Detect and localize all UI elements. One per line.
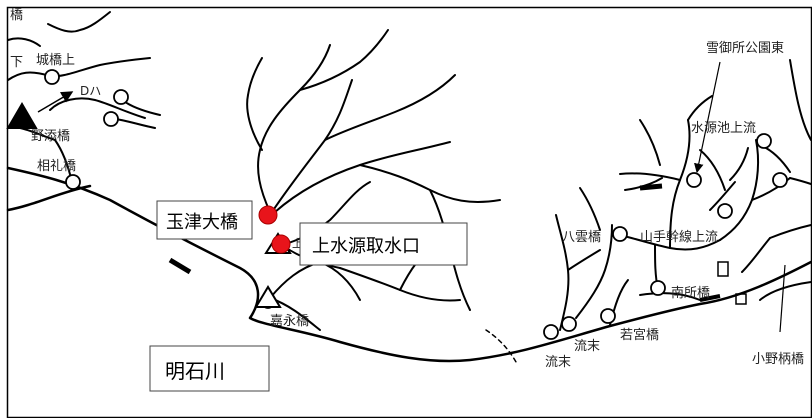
label-ryumatsu-1: 流末: [574, 339, 600, 354]
map-frame: [6, 6, 812, 418]
boxed-label-tamatsu-ohashi: 玉津大橋: [156, 200, 253, 240]
label-kami-small: 上: [292, 237, 303, 250]
station-suigen-ike: [756, 133, 772, 149]
pointer-arrow: [694, 61, 721, 174]
station-yamate: [717, 203, 733, 219]
label-left-fragment: 下: [10, 55, 23, 70]
station-ryumatsu-a: [561, 316, 577, 332]
tamatsu-ohashi-marker: [258, 205, 278, 225]
label-setsugosho-koen-higashi: 雪御所公園東: [706, 40, 784, 56]
boxed-label-akashigawa: 明石川: [149, 345, 270, 392]
station-d-upper: [113, 89, 129, 105]
label-yamate-kansen-joryu: 山手幹線上流: [640, 229, 718, 245]
weir-mark: [699, 294, 721, 302]
jo-suigen-marker: [271, 234, 291, 254]
pointer-line: [779, 264, 786, 333]
boxed-label-jo-suigen-shusuiguchi-text: 上水源取水口: [312, 236, 420, 257]
river-network: [6, 11, 812, 363]
weir-mark: [168, 257, 192, 275]
label-top-left-fragment: 橋: [10, 8, 23, 23]
label-d-arrow: Dハ: [80, 84, 101, 98]
weir-mark: [639, 183, 663, 191]
stations: [44, 69, 788, 340]
station-mid-east: [772, 172, 788, 188]
station-d-lower: [103, 111, 119, 127]
label-onoebashi: 小野柄橋: [752, 352, 804, 367]
building-icon: [717, 261, 729, 277]
label-yakumobashi: 八雲橋: [562, 230, 601, 245]
triangle-nozoe: [6, 102, 38, 129]
station-yakumobashi: [612, 226, 628, 242]
label-nanshobashi: 南所橋: [671, 285, 710, 301]
station-aireibashi: [65, 174, 81, 190]
label-nozoebashi: 野添橋: [31, 129, 70, 144]
station-shirohashi-kami: [44, 69, 60, 85]
label-ryumatsu-2: 流末: [545, 355, 571, 370]
label-wakamiyabashi: 若宮橋: [620, 327, 659, 343]
station-nanshobashi: [650, 280, 666, 296]
station-ryumatsu-b: [543, 324, 559, 340]
station-wakamiyabashi: [600, 308, 616, 324]
triangle-kaei: [254, 285, 282, 308]
label-suigen-ike-joryu: 水源池上流: [691, 121, 756, 136]
label-shirohashi-kami: 城橋上: [36, 53, 75, 68]
boxed-label-jo-suigen-shusuiguchi: 上水源取水口: [299, 222, 468, 266]
station-setsugosho: [686, 172, 702, 188]
label-kaeibashi: 嘉永橋: [270, 314, 309, 329]
label-aireibashi: 相礼橋: [37, 158, 76, 174]
building-icon: [735, 293, 747, 305]
map-labels: 橋 下 城橋上 Dハ 野添橋 相礼橋 雪御所公園東 水源池上流 八雲橋 山手幹線…: [10, 8, 804, 370]
d-arrow: [37, 91, 74, 113]
boxed-label-akashigawa-text: 明石川: [165, 359, 225, 383]
boxed-label-tamatsu-ohashi-text: 玉津大橋: [166, 212, 238, 233]
